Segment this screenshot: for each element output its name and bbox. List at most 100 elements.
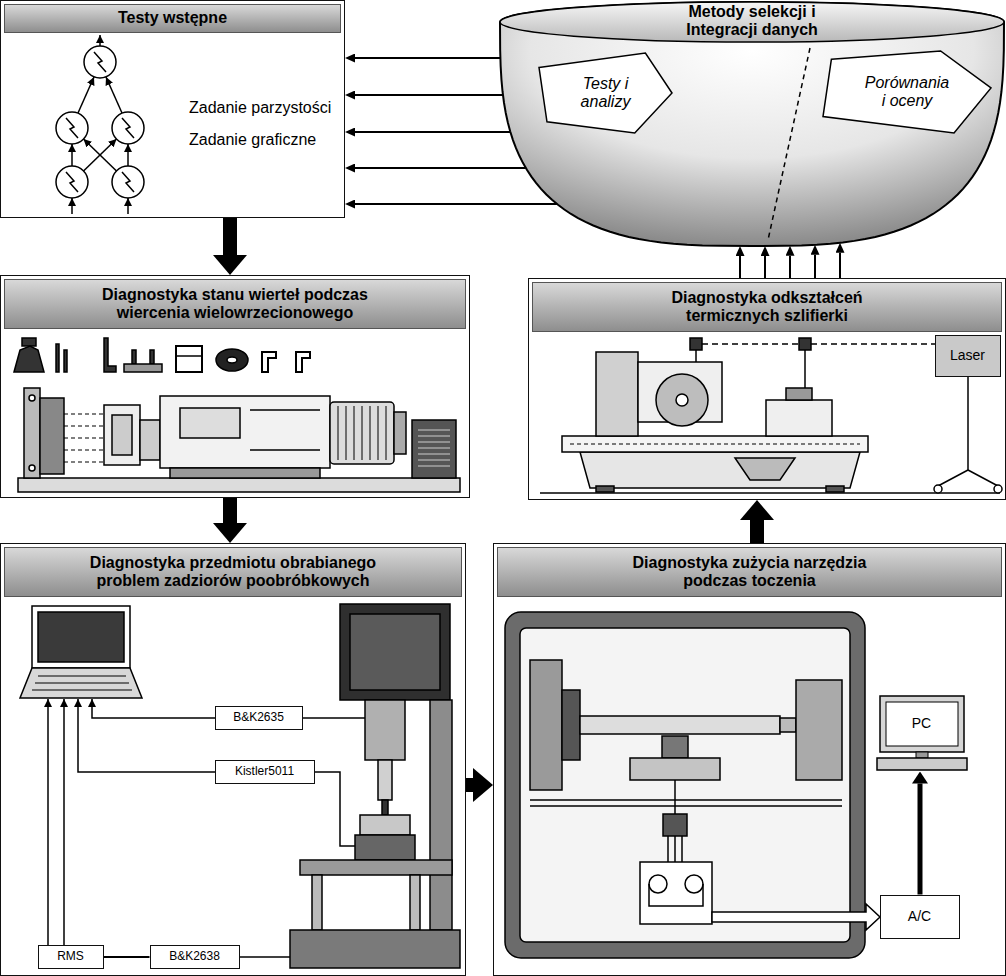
monitor-outline <box>877 758 967 770</box>
lathe <box>796 680 842 780</box>
instrument-box: B&K2635 <box>215 706 303 730</box>
monitor-outline <box>916 752 928 758</box>
neural-network <box>99 35 101 46</box>
multi-spindle-drill <box>418 460 450 461</box>
drill-icons <box>216 349 248 371</box>
drill-icons <box>124 364 162 372</box>
multi-spindle-drill <box>64 449 104 450</box>
multi-spindle-drill <box>64 461 104 462</box>
signal-wire <box>78 699 215 772</box>
integration-bowl: Testy i analizyPorównania i ocenyMetody … <box>498 0 1006 248</box>
multi-spindle-drill <box>29 465 35 471</box>
pentagon-box: Porównania i oceny <box>822 50 992 134</box>
laptop-computer <box>20 606 142 698</box>
lathe <box>685 875 703 893</box>
multi-spindle-drill <box>180 408 240 438</box>
grinder-machine <box>656 374 708 426</box>
neural-network <box>56 112 88 144</box>
grinder-machine <box>596 352 638 436</box>
neural-network <box>66 118 78 138</box>
connector-arrow <box>355 57 500 59</box>
node-label: B&K2638 <box>169 950 220 964</box>
process-box: LaserDiagnostyka odkształceń termicznych… <box>528 278 1006 500</box>
neural-network <box>71 198 73 214</box>
connector-arrow <box>355 94 503 96</box>
instrument-box: RMS <box>38 945 104 969</box>
connector-arrow <box>814 255 816 278</box>
connector-arrow <box>764 256 766 278</box>
data-arrow <box>712 904 880 930</box>
flow-arrow <box>466 778 473 792</box>
box-title: Diagnostyka stanu wierteł podczas wierce… <box>75 286 395 323</box>
laptop-computer <box>20 668 142 698</box>
grinder-machine <box>562 436 868 452</box>
drill-icons <box>22 338 36 346</box>
header-bar: Diagnostyka stanu wierteł podczas wierce… <box>4 279 466 329</box>
lathe <box>505 612 865 958</box>
connector-arrow <box>839 253 841 278</box>
test-stand <box>350 614 440 690</box>
neural-network <box>84 46 116 78</box>
drill-icons <box>64 350 67 372</box>
laptop-computer <box>32 606 130 668</box>
lathe <box>562 690 580 760</box>
grinder-machine <box>690 338 702 350</box>
connector-arrow <box>355 167 526 169</box>
connector-arrow <box>918 784 923 895</box>
test-stand <box>340 604 450 700</box>
drill-icons <box>14 346 44 372</box>
grinder-machine <box>702 343 799 345</box>
connector-arrow <box>355 131 510 133</box>
grinder-machine <box>804 350 806 388</box>
instrument-box: Laser <box>935 335 1001 377</box>
grinder-machine <box>811 343 935 345</box>
test-stand <box>360 815 410 835</box>
laptop-computer <box>38 612 124 662</box>
lathe <box>640 862 712 924</box>
grinder-machine <box>570 444 860 445</box>
drill-icons <box>176 355 202 357</box>
instrument-box: B&K2638 <box>150 945 240 969</box>
task-text: Zadanie parzystości <box>189 99 331 117</box>
multi-spindle-drill <box>418 442 450 443</box>
multi-spindle-drill <box>338 406 339 460</box>
node-label: B&K2635 <box>233 711 284 725</box>
lathe <box>505 612 865 958</box>
header-bar: Diagnostyka przedmiotu obrabianego probl… <box>4 547 462 597</box>
multi-spindle-drill <box>386 406 387 460</box>
multi-spindle-drill <box>346 406 347 460</box>
grinder-machine <box>766 400 832 436</box>
process-box: B&K2635Kistler5011RMSB&K2638Diagnostyka … <box>0 543 466 976</box>
bowl-outline <box>500 2 1004 246</box>
flow-arrow <box>750 520 764 543</box>
connector-arrow <box>355 203 557 205</box>
header-bar: Diagnostyka odkształceń termicznych szli… <box>532 282 1002 332</box>
neural-network <box>122 118 134 138</box>
multi-spindle-drill <box>40 398 64 474</box>
test-stand <box>378 760 392 800</box>
bowl-outline <box>500 2 1004 42</box>
lathe <box>630 758 720 780</box>
neural-network <box>112 166 144 198</box>
box-title: Diagnostyka zużycia narzędzia podczas to… <box>610 554 890 591</box>
laptop-computer <box>32 690 132 691</box>
multi-spindle-drill <box>140 420 160 460</box>
neural-network <box>71 144 73 166</box>
multi-spindle-drill <box>250 449 320 451</box>
bowl-title: Metody selekcji i Integracji danych <box>677 3 827 40</box>
signal-wire <box>240 956 290 958</box>
multi-spindle-drill <box>418 430 450 466</box>
multi-spindle-drill <box>250 409 320 411</box>
signal-wire <box>104 956 150 958</box>
neural-network <box>84 139 117 171</box>
drill-icons <box>56 344 59 372</box>
node-label: A/C <box>908 908 931 924</box>
process-box: Testy wstępneZadanie parzystościZadanie … <box>0 0 345 218</box>
test-stand <box>300 860 452 875</box>
grinder-machine <box>938 470 968 486</box>
signal-wire <box>303 717 365 719</box>
test-stand <box>312 875 322 930</box>
drill-icons <box>104 338 116 372</box>
drill-icons <box>296 352 310 372</box>
neural-network <box>56 166 88 198</box>
